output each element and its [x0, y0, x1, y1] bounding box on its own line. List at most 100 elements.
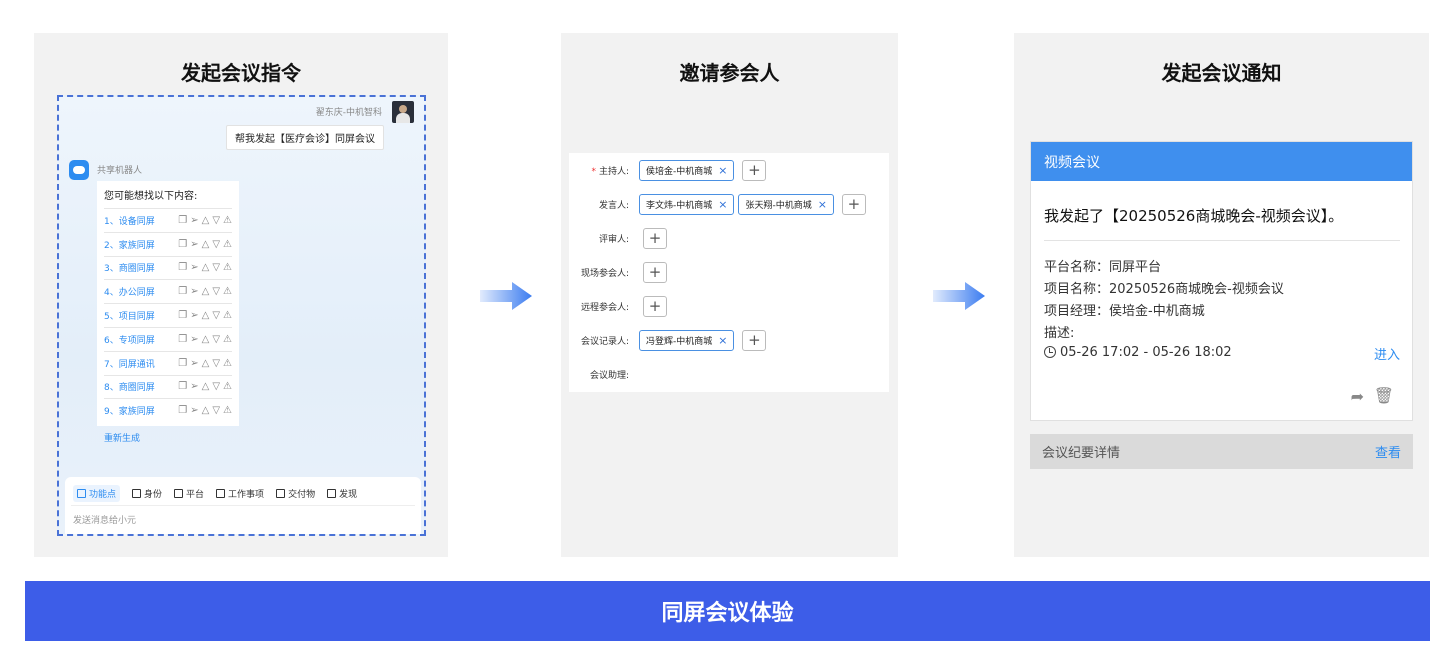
remove-attendee-icon[interactable]: ×: [718, 197, 728, 211]
thumbs-up-icon[interactable]: △: [201, 357, 210, 369]
platform-tool-button[interactable]: 平台: [174, 487, 204, 500]
form-row: 会议助理:: [569, 362, 889, 386]
meeting-notice-card: 视频会议 我发起了【20250526商城晚会-视频会议】。 平台名称：同屏平台 …: [1030, 141, 1413, 421]
attendee-name: 侯培金-中机商城: [646, 166, 713, 177]
option-label: 5、项目同屏: [104, 312, 155, 323]
warning-icon[interactable]: ⚠︎: [223, 310, 232, 322]
discover-tool-button[interactable]: 发现: [327, 487, 357, 500]
copy-icon[interactable]: ❐: [178, 405, 188, 417]
option-item[interactable]: 8、商圈同屏❐➢△▽⚠︎: [104, 374, 232, 399]
bot-reply-card: 您可能想找以下内容: 1、设备同屏❐➢△▽⚠︎2、家族同屏❐➢△▽⚠︎3、商圈同…: [97, 181, 239, 426]
copy-icon[interactable]: ❐: [178, 381, 188, 393]
thumbs-up-icon[interactable]: △: [201, 262, 210, 274]
thumbs-down-icon[interactable]: ▽: [212, 333, 221, 345]
share-icon[interactable]: ➦: [1350, 387, 1364, 406]
thumbs-down-icon[interactable]: ▽: [212, 286, 221, 298]
option-item[interactable]: 6、专项同屏❐➢△▽⚠︎: [104, 326, 232, 351]
copy-icon[interactable]: ❐: [178, 357, 188, 369]
form-row: 发言人:李文炜-中机商城×张天翔-中机商城×+: [569, 192, 889, 216]
work-item-tool-button[interactable]: 工作事项: [216, 487, 264, 500]
identity-tool-button[interactable]: 身份: [132, 487, 162, 500]
send-icon[interactable]: ➢: [190, 405, 199, 417]
copy-icon[interactable]: ❐: [178, 238, 188, 250]
thumbs-up-icon[interactable]: △: [201, 381, 210, 393]
user-avatar: [392, 101, 414, 123]
option-item[interactable]: 2、家族同屏 ❐➢△▽⚠︎: [104, 231, 232, 256]
remove-attendee-icon[interactable]: ×: [718, 163, 728, 177]
copy-icon[interactable]: ❐: [178, 286, 188, 298]
clock-icon: [1044, 346, 1056, 358]
option-item[interactable]: 5、项目同屏 ❐➢△▽⚠︎: [104, 303, 232, 327]
tool-label: 平台: [186, 490, 205, 500]
option-label: 2、家族同屏: [104, 240, 155, 251]
warning-icon[interactable]: ⚠︎: [223, 238, 232, 250]
thumbs-up-icon[interactable]: △: [201, 214, 210, 226]
regenerate-link[interactable]: 重新生成: [104, 434, 141, 444]
send-icon[interactable]: ➢: [190, 310, 199, 322]
warning-icon[interactable]: ⚠︎: [223, 333, 232, 345]
send-icon[interactable]: ➢: [190, 357, 199, 369]
enter-button[interactable]: 进入: [1373, 348, 1400, 363]
warning-icon[interactable]: ⚠︎: [223, 381, 232, 393]
thumbs-down-icon[interactable]: ▽: [212, 381, 221, 393]
copy-icon[interactable]: ❐: [178, 214, 188, 226]
chat-input-box: 功能点 身份 平台 工作事项交付物发现 发送消息给小元: [65, 477, 421, 534]
field-label: 会议助理:: [569, 368, 635, 381]
remove-attendee-icon[interactable]: ×: [718, 333, 728, 347]
thumbs-up-icon[interactable]: △: [201, 333, 210, 345]
deliverable-tool-button[interactable]: 交付物: [276, 487, 315, 500]
add-attendee-button[interactable]: +: [742, 159, 767, 181]
thumbs-up-icon[interactable]: △: [201, 238, 210, 250]
attendee-name: 冯登辉-中机商城: [646, 336, 713, 347]
thumbs-down-icon[interactable]: ▽: [212, 262, 221, 274]
option-label: 1、设备同屏: [104, 216, 155, 227]
user-message: 帮我发起【医疗会诊】同屏会议: [226, 125, 384, 150]
option-item[interactable]: 3、商圈同屏❐➢△▽⚠︎: [104, 255, 232, 280]
form-row: 远程参会人:+: [569, 294, 889, 318]
arrow-right-icon: [480, 282, 532, 310]
add-attendee-button[interactable]: +: [643, 261, 667, 283]
add-attendee-button[interactable]: +: [841, 193, 866, 215]
warning-icon[interactable]: ⚠︎: [223, 214, 232, 226]
send-icon[interactable]: ➢: [190, 238, 199, 250]
thumbs-up-icon[interactable]: △: [201, 405, 210, 417]
thumbs-down-icon[interactable]: ▽: [212, 357, 221, 369]
attendee-chip: 张天翔-中机商城×: [738, 193, 834, 215]
copy-icon[interactable]: ❐: [178, 310, 188, 322]
option-item[interactable]: 4、办公同屏❐➢△▽⚠︎: [104, 279, 232, 303]
thumbs-up-icon[interactable]: △: [201, 286, 210, 298]
warning-icon[interactable]: ⚠︎: [223, 286, 232, 298]
thumbs-down-icon[interactable]: ▽: [212, 238, 221, 250]
remove-attendee-icon[interactable]: ×: [817, 197, 827, 211]
summary-label: 会议纪要详情: [1042, 446, 1121, 461]
feature-tool-button[interactable]: 功能点: [73, 485, 121, 502]
option-item[interactable]: 7、同屏通讯❐➢△▽⚠︎: [104, 350, 232, 375]
field-label: *主持人:: [569, 164, 635, 177]
warning-icon[interactable]: ⚠︎: [223, 405, 232, 417]
warning-icon[interactable]: ⚠︎: [223, 262, 232, 274]
copy-icon[interactable]: ❐: [178, 262, 188, 274]
thumbs-up-icon[interactable]: △: [201, 310, 210, 322]
send-icon[interactable]: ➢: [190, 214, 199, 226]
add-attendee-button[interactable]: +: [643, 227, 667, 249]
send-icon[interactable]: ➢: [190, 381, 199, 393]
tool-label: 身份: [144, 490, 163, 500]
bottom-banner: 同屏会议体验: [25, 581, 1430, 641]
tool-label: 功能点: [89, 490, 117, 500]
send-icon[interactable]: ➢: [190, 286, 199, 298]
send-icon[interactable]: ➢: [190, 333, 199, 345]
thumbs-down-icon[interactable]: ▽: [212, 310, 221, 322]
thumbs-down-icon[interactable]: ▽: [212, 405, 221, 417]
trash-icon[interactable]: 🗑︎: [1373, 386, 1394, 405]
option-item[interactable]: 9、家族同屏❐➢△▽⚠︎: [104, 398, 232, 422]
add-attendee-button[interactable]: +: [742, 329, 767, 351]
add-attendee-button[interactable]: +: [643, 295, 667, 317]
view-summary-button[interactable]: 查看: [1374, 446, 1401, 461]
thumbs-down-icon[interactable]: ▽: [212, 214, 221, 226]
warning-icon[interactable]: ⚠︎: [223, 357, 232, 369]
panel-title: 发起会议指令: [181, 61, 301, 85]
message-input[interactable]: 发送消息给小元: [73, 516, 137, 526]
send-icon[interactable]: ➢: [190, 262, 199, 274]
copy-icon[interactable]: ❐: [178, 333, 188, 345]
option-item[interactable]: 1、设备同屏 ❐➢△▽⚠︎: [104, 208, 232, 232]
